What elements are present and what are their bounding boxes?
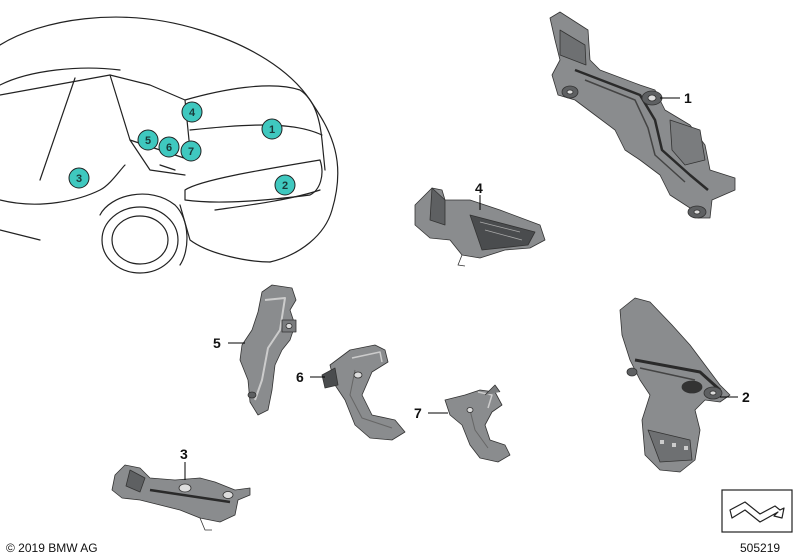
part-6-cable-guide[interactable] — [321, 344, 406, 441]
part-1-cable-duct[interactable] — [549, 11, 736, 219]
badge-label: 4 — [189, 107, 196, 119]
part-7-cable-guide[interactable] — [444, 384, 511, 463]
part-2-cable-duct[interactable] — [619, 297, 731, 473]
part-3-cable-guide[interactable] — [111, 464, 251, 531]
location-badge-2: 2 — [274, 174, 296, 196]
location-badge-3: 3 — [68, 167, 90, 189]
callout-6: 6 — [296, 369, 304, 385]
location-badge-5: 5 — [137, 129, 159, 151]
callout-5: 5 — [213, 335, 221, 351]
location-badge-1: 1 — [261, 118, 283, 140]
callout-1: 1 — [684, 90, 692, 106]
location-badge-4: 4 — [181, 101, 203, 123]
badge-label: 3 — [76, 173, 82, 185]
callout-7: 7 — [414, 405, 422, 421]
vehicle-illustration — [0, 16, 339, 274]
diagram-number: 505219 — [740, 541, 781, 555]
vehicle-location-badges: 1 2 3 4 5 6 7 — [68, 101, 296, 196]
badge-label: 7 — [188, 146, 194, 158]
copyright-notice: © 2019 BMW AG — [6, 541, 98, 555]
location-badge-7: 7 — [180, 140, 202, 162]
badge-label: 1 — [269, 124, 275, 136]
part-4-cable-guide[interactable] — [414, 187, 546, 267]
location-badge-6: 6 — [158, 136, 180, 158]
part-5-cable-guide[interactable] — [239, 284, 297, 416]
badge-label: 5 — [145, 135, 151, 147]
callout-2: 2 — [742, 389, 750, 405]
scroll-arrow-icon[interactable] — [721, 489, 793, 533]
callout-4: 4 — [475, 180, 483, 196]
badge-label: 2 — [282, 180, 288, 192]
badge-label: 6 — [166, 142, 172, 154]
callout-3: 3 — [180, 446, 188, 462]
